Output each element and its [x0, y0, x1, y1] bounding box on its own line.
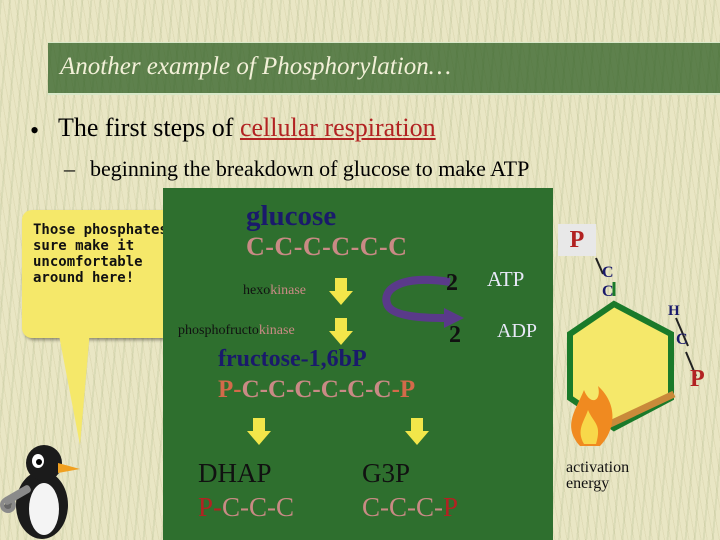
dhap-chain: P-C-C-C — [198, 492, 295, 522]
down-arrow-icon — [405, 418, 429, 445]
phosphofructokinase-label: phosphofructokinase — [178, 323, 295, 338]
down-arrow-icon — [329, 318, 353, 345]
glucose-label: glucose — [246, 200, 337, 232]
carbon-label: C — [602, 264, 614, 281]
atp-count: 2 — [446, 270, 458, 296]
curved-arrow-icon — [382, 275, 464, 328]
g3p-chain: C-C-C-P — [362, 492, 459, 522]
reaction-panel — [163, 188, 553, 540]
down-arrow-icon — [329, 278, 353, 305]
speech-bubble — [22, 210, 184, 338]
hexokinase-label: hexokinase — [243, 283, 306, 298]
bullet-marker: • — [30, 116, 40, 145]
phosphate-label: P — [690, 366, 705, 392]
sub-bullet-text: beginning the breakdown of glucose to ma… — [90, 156, 530, 181]
adp-label: ADP — [497, 320, 538, 342]
phosphate-badge: P — [558, 224, 596, 256]
speech-bubble-text: Those phosphates sure make it uncomforta… — [33, 222, 168, 286]
carbon-label: C — [602, 283, 614, 300]
g3p-label: G3P — [362, 458, 411, 488]
bullet-highlight[interactable]: cellular respiration — [239, 113, 436, 142]
carbon-label: C — [676, 331, 688, 348]
down-arrow-icon — [247, 418, 271, 445]
activation-energy-label: activation energy — [566, 459, 630, 492]
dhap-label: DHAP — [198, 458, 272, 488]
bullet-prefix: The first steps of — [58, 113, 240, 142]
fructose-carbon-chain: P-C-C-C-C-C-C-P — [218, 376, 416, 403]
adp-count: 2 — [449, 322, 461, 348]
title-bar — [48, 42, 720, 95]
slide-title: Another example of Phosphorylation… — [60, 53, 451, 80]
glucose-carbon-chain: C-C-C-C-C-C — [246, 232, 408, 261]
atp-label: ATP — [487, 267, 525, 291]
speech-bubble-tail — [58, 330, 90, 445]
fructose-label: fructose-1,6bP — [218, 346, 367, 372]
molecule-structure — [567, 257, 697, 432]
flame-match-icon — [571, 386, 676, 446]
penguin-icon — [0, 445, 80, 539]
bullet-text: The first steps of cellular respiration — [58, 113, 436, 143]
sub-bullet-marker: – — [64, 156, 75, 181]
hydrogen-label: H — [668, 303, 680, 319]
